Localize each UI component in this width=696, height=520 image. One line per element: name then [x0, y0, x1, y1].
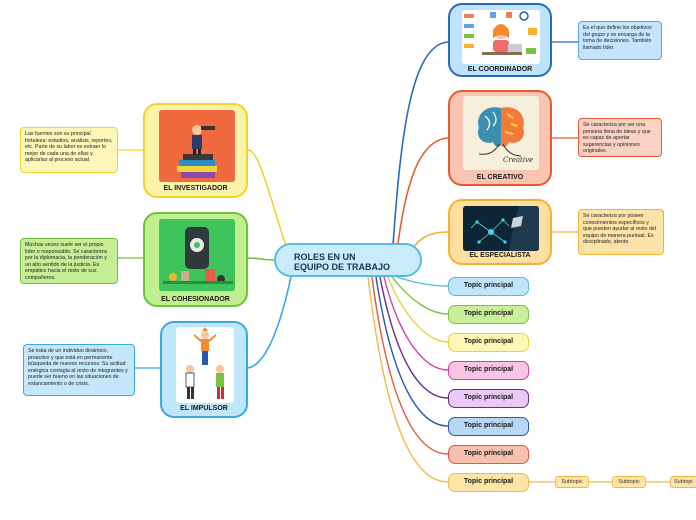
- link-topic-3: [387, 276, 449, 343]
- cohesionador-label: EL COHESIONADOR: [161, 296, 230, 303]
- subtopic-1-label: Subtopic: [561, 479, 583, 485]
- note-especialista[interactable]: Se caracteriza por poseer conocimientos …: [578, 209, 664, 255]
- topic-principal-4[interactable]: Topic principal: [448, 361, 529, 380]
- topic-principal-6-label: Topic principal: [463, 422, 514, 429]
- note-cohesionador[interactable]: Muchas veces suele ser el propio líder o…: [20, 238, 118, 284]
- role-node-investigador[interactable]: EL INVESTIGADOR: [143, 103, 248, 198]
- investigador-label: EL INVESTIGADOR: [163, 185, 228, 192]
- role-node-cohesionador[interactable]: EL COHESIONADOR: [143, 212, 248, 307]
- link-topic-8: [367, 276, 449, 483]
- topic-principal-2[interactable]: Topic principal: [448, 305, 529, 324]
- note-impulsor-text: Se trata de un individuo dinámico, proac…: [28, 348, 128, 388]
- creativo-image-text: Creative: [503, 156, 533, 164]
- note-impulsor[interactable]: Se trata de un individuo dinámico, proac…: [23, 344, 135, 396]
- note-coordinador-text: Es el que define los objetivos del grupo…: [583, 25, 652, 51]
- subtopic-2-label: Subtopic: [618, 479, 640, 485]
- topic-principal-3-label: Topic principal: [463, 338, 514, 345]
- note-especialista-text: Se caracteriza por poseer conocimientos …: [583, 213, 657, 246]
- link-topic-4: [383, 276, 449, 371]
- note-cohesionador-text: Muchas veces suele ser el propio líder o…: [25, 242, 107, 282]
- investigador-illustration: [159, 110, 235, 182]
- link-impulsor: [247, 271, 293, 369]
- subtopic-3-label: Subtopi: [674, 479, 693, 485]
- especialista-illustration: [463, 206, 539, 251]
- note-investigador[interactable]: Las fuentes son su principal fortaleza: …: [20, 127, 118, 173]
- role-node-especialista[interactable]: EL ESPECIALISTA: [448, 199, 552, 265]
- note-coordinador[interactable]: Es el que define los objetivos del grupo…: [578, 21, 662, 60]
- role-node-creativo[interactable]: Creative EL CREATIVO: [448, 90, 552, 186]
- link-cohesionador: [247, 257, 277, 261]
- link-topic-6: [375, 276, 449, 427]
- link-topic-7: [371, 276, 449, 455]
- central-title: ROLES EN UN EQUIPO DE TRABAJO: [294, 252, 414, 273]
- topic-principal-7[interactable]: Topic principal: [448, 445, 529, 464]
- link-investigador: [247, 149, 291, 259]
- impulsor-label: EL IMPULSOR: [180, 405, 228, 412]
- topic-principal-3[interactable]: Topic principal: [448, 333, 529, 352]
- role-node-coordinador[interactable]: EL COORDINADOR: [448, 3, 552, 77]
- link-topic-2: [391, 276, 449, 315]
- topic-principal-5-label: Topic principal: [463, 394, 514, 401]
- topic-principal-8[interactable]: Topic principal: [448, 473, 529, 492]
- coordinador-illustration: [462, 10, 540, 64]
- topic-principal-5[interactable]: Topic principal: [448, 389, 529, 408]
- link-topic-1: [394, 275, 449, 287]
- link-topic-5: [379, 276, 449, 399]
- central-topic[interactable]: ROLES EN UN EQUIPO DE TRABAJO: [274, 243, 422, 277]
- topic-principal-1[interactable]: Topic principal: [448, 277, 529, 296]
- topic-principal-4-label: Topic principal: [463, 366, 514, 373]
- creativo-label: EL CREATIVO: [476, 174, 524, 181]
- subtopic-1[interactable]: Subtopic: [555, 476, 589, 488]
- cohesionador-illustration: [159, 219, 235, 291]
- link-coordinador: [391, 41, 449, 261]
- especialista-label: EL ESPECIALISTA: [469, 252, 531, 259]
- topic-principal-6[interactable]: Topic principal: [448, 417, 529, 436]
- note-creativo-text: Se caracteriza por ser una persona llena…: [583, 122, 651, 155]
- note-investigador-text: Las fuentes son su principal fortaleza: …: [25, 131, 113, 164]
- role-node-impulsor[interactable]: EL IMPULSOR: [160, 321, 248, 418]
- subtopic-3[interactable]: Subtopi: [670, 476, 696, 488]
- link-creativo: [395, 137, 449, 261]
- impulsor-illustration: [176, 327, 234, 403]
- topic-principal-2-label: Topic principal: [463, 310, 514, 317]
- coordinador-label: EL COORDINADOR: [467, 66, 533, 73]
- topic-principal-8-label: Topic principal: [463, 478, 514, 485]
- subtopic-2[interactable]: Subtopic: [612, 476, 646, 488]
- topic-principal-1-label: Topic principal: [463, 282, 514, 289]
- central-title-line2: EQUIPO DE TRABAJO: [294, 261, 391, 272]
- note-creativo[interactable]: Se caracteriza por ser una persona llena…: [578, 118, 662, 157]
- central-title-line1: ROLES EN UN: [294, 252, 356, 262]
- creativo-illustration: Creative: [463, 96, 539, 170]
- topic-principal-7-label: Topic principal: [463, 450, 514, 457]
